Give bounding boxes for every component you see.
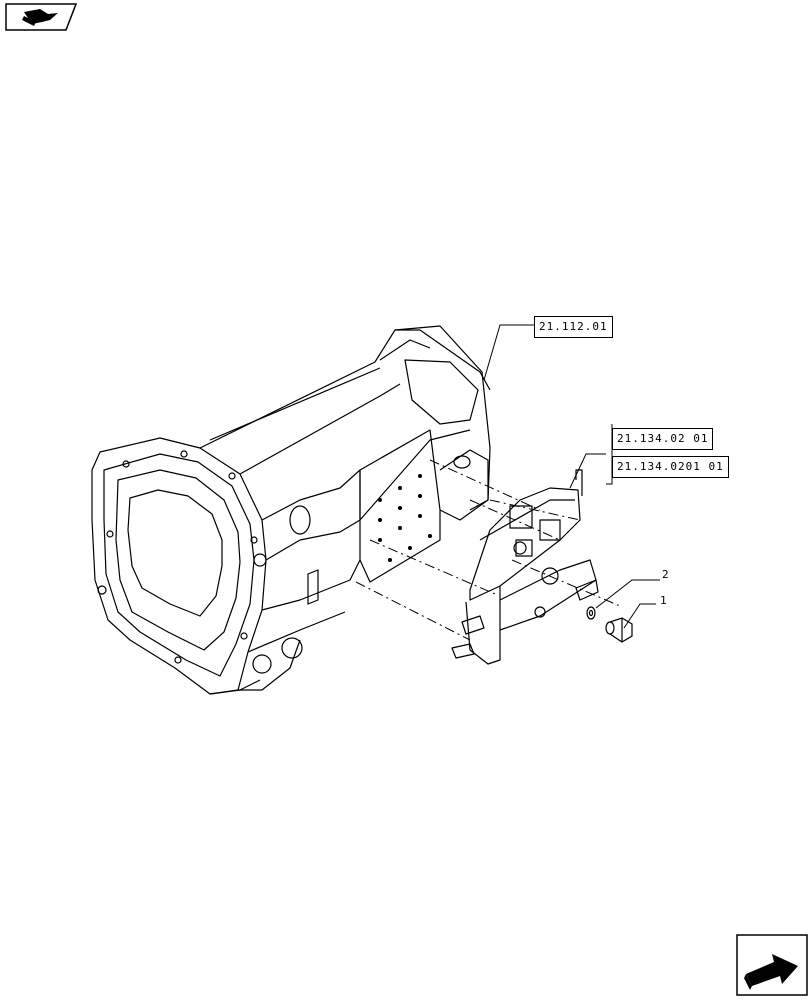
valve-assembly bbox=[451, 469, 599, 665]
callout-number-2: 2 bbox=[662, 568, 670, 581]
transmission-housing bbox=[91, 325, 491, 695]
reference-label-21-134-0201-01[interactable]: 21.134.0201 01 bbox=[612, 456, 729, 478]
callout-number-1: 1 bbox=[660, 594, 668, 607]
fitting-part bbox=[605, 617, 633, 643]
reference-label-21-134-02-01[interactable]: 21.134.02 01 bbox=[612, 428, 714, 450]
book-arrow-icon[interactable] bbox=[5, 3, 78, 31]
reference-label-21-112-01[interactable]: 21.112.01 bbox=[534, 316, 613, 338]
plate-holes bbox=[378, 474, 432, 562]
next-page-arrow-icon[interactable] bbox=[736, 934, 808, 996]
washer-part bbox=[586, 606, 596, 620]
leader-lines bbox=[483, 324, 660, 629]
